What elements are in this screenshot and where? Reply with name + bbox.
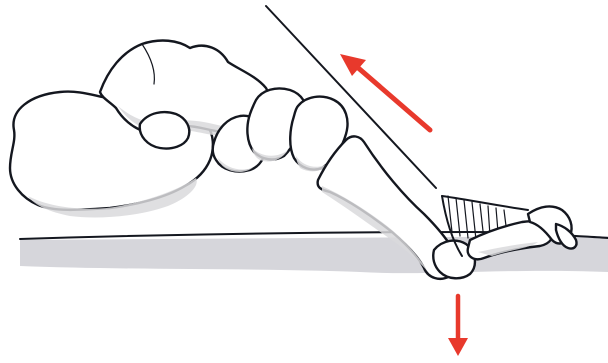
arrow-down-icon bbox=[448, 296, 468, 356]
arrow-up-left-icon bbox=[340, 54, 430, 130]
cuboid-bone bbox=[140, 112, 190, 148]
